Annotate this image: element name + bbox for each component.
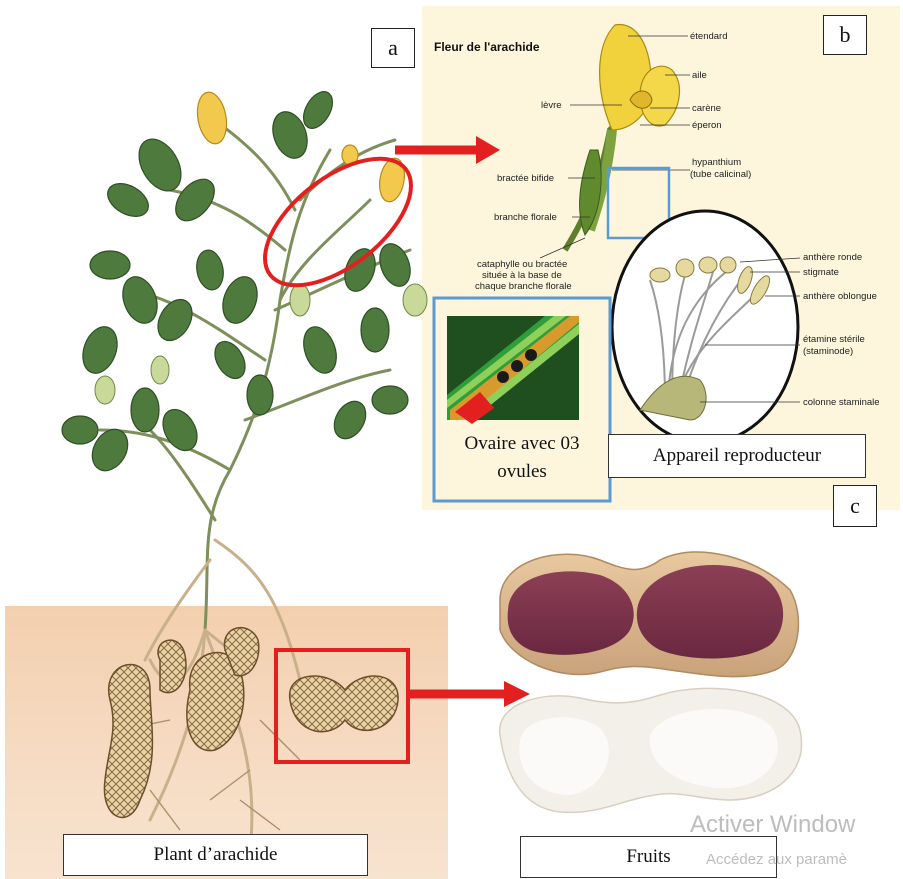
label-anthere-oblongue: anthère oblongue <box>803 291 877 302</box>
label-eperon: éperon <box>692 120 722 131</box>
label-levre: lèvre <box>541 100 562 111</box>
ovary-caption-line1: Ovaire avec 03 <box>436 430 608 458</box>
panel-label-b: b <box>823 15 867 55</box>
label-carene: carène <box>692 103 721 114</box>
watermark-line1: Activer Window <box>690 811 855 839</box>
label-tube-calicinal: (tube calicinal) <box>690 169 751 180</box>
arrow-to-fruits <box>408 681 530 707</box>
label-cataphylle-line3: chaque branche florale <box>475 281 572 292</box>
label-hypanthium: hypanthium <box>692 157 741 168</box>
label-branche-florale: branche florale <box>494 212 557 223</box>
label-etendard: étendard <box>690 31 728 42</box>
caption-appareil-reproducteur: Appareil reproducteur <box>608 434 866 478</box>
ovary-caption-line2: ovules <box>436 458 608 486</box>
panel-label-a: a <box>371 28 415 68</box>
label-bractee-bifide: bractée bifide <box>497 173 554 184</box>
panel-label-c: c <box>833 485 877 527</box>
arrow-to-flower <box>395 136 500 164</box>
watermark-line2: Accédez aux paramè <box>706 851 847 868</box>
caption-plant: Plant d’arachide <box>63 834 368 876</box>
ovary-caption: Ovaire avec 03 ovules <box>436 430 608 486</box>
label-staminode: (staminode) <box>803 346 853 357</box>
label-anthere-ronde: anthère ronde <box>803 252 862 263</box>
flower-title: Fleur de l'arachide <box>434 42 540 53</box>
stamen-diagram <box>612 211 800 443</box>
peanut-plant <box>62 87 427 850</box>
peanut-fruit-image <box>500 552 802 812</box>
label-etamine-sterile: étamine stérile <box>803 334 865 345</box>
label-colonne-staminale: colonne staminale <box>803 397 880 408</box>
label-aile: aile <box>692 70 707 81</box>
label-stigmate: stigmate <box>803 267 839 278</box>
label-cataphylle-line1: cataphylle ou bractée <box>477 259 567 270</box>
ovary-diagram <box>447 316 579 424</box>
label-cataphylle-line2: située à la base de <box>482 270 562 281</box>
